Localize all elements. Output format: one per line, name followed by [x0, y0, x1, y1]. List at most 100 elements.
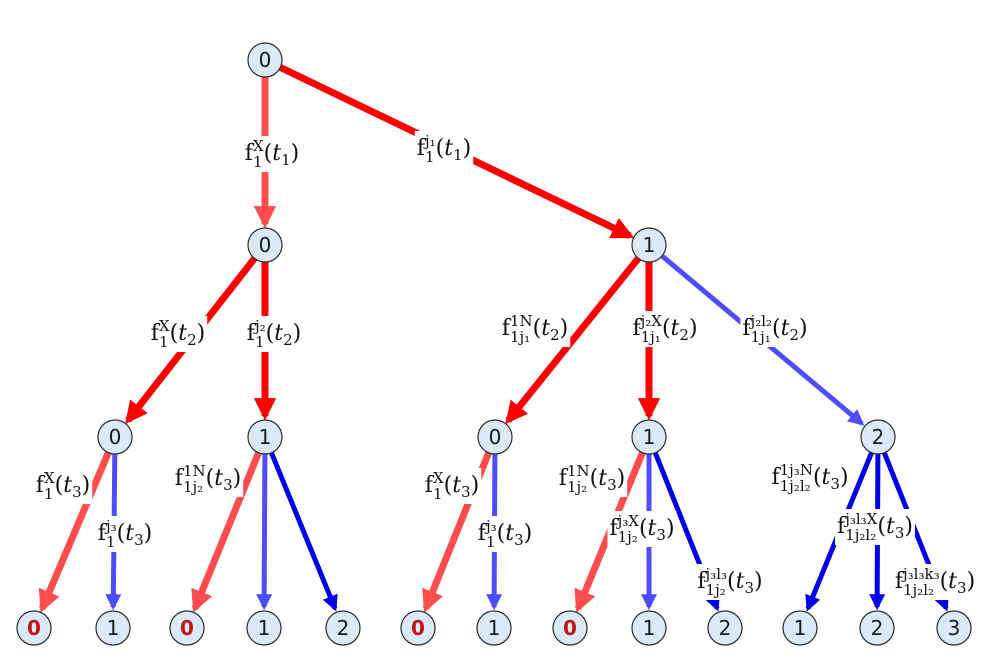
state-node-label: 3 — [948, 616, 961, 640]
edge-label-background — [835, 509, 915, 545]
state-node: 0 — [477, 419, 513, 455]
edge-label-subscript: 1j₂l₂ — [845, 526, 876, 544]
edge-label-background — [499, 311, 571, 347]
state-node-circle — [782, 610, 818, 646]
edge-label-subscript: 1 — [44, 485, 54, 503]
edge-label-background — [172, 461, 244, 497]
edge-label: fX(t3) — [425, 469, 479, 501]
state-node-circle — [95, 610, 131, 646]
edge-label: f1N(t2) — [502, 312, 568, 344]
edge-label-subscript: 1j₁ — [641, 328, 661, 346]
edge-label: fj₃l₃k₃(t3) — [895, 565, 975, 597]
edge-label-subscript: 1j₂ — [183, 478, 203, 496]
edge-label: f1j₃N(t3) — [771, 461, 848, 493]
edge-b-b0 — [505, 256, 642, 425]
state-node: 2 — [860, 419, 896, 455]
state-node-circle — [707, 610, 743, 646]
state-node-label: 2 — [719, 616, 732, 640]
state-node-label: 1 — [643, 233, 656, 257]
edge-label: fj₂l₂(t2) — [742, 312, 807, 344]
state-node: 2 — [859, 610, 895, 646]
edge-a0-L1 — [38, 451, 112, 613]
state-node-label: 1 — [643, 616, 656, 640]
state-node-circle — [860, 419, 896, 455]
edge-label-background — [695, 564, 765, 600]
edge-label-subscript: 1j₂ — [618, 528, 638, 546]
state-node-label: 0 — [411, 616, 425, 640]
edge-label-background — [422, 468, 482, 504]
state-node-circle — [247, 227, 283, 263]
state-node-label: 1 — [107, 616, 120, 640]
edge-label-subscript: 1j₁ — [751, 328, 771, 346]
edge-label-subscript: 1j₂l₂ — [903, 581, 934, 599]
state-node-circle — [247, 42, 283, 78]
edge-label: fj₂X(t2) — [632, 312, 697, 344]
state-node-label: 0 — [180, 616, 194, 640]
edge-label-background — [33, 468, 93, 504]
edge-label: f1N(t3) — [559, 462, 625, 494]
edge-label-background — [556, 461, 628, 497]
edge-a1-L3 — [191, 451, 262, 613]
edge-label: fX(t2) — [151, 317, 205, 349]
state-node: 1 — [246, 610, 282, 646]
edge-label-subscript: 1j₂l₂ — [780, 477, 811, 495]
state-node-label: 0 — [27, 616, 41, 640]
state-node: 1 — [631, 419, 667, 455]
edge-label-background — [475, 516, 535, 552]
edge-label: fj₁(t1) — [417, 132, 471, 164]
edge-label-subscript: 1 — [433, 485, 443, 503]
edge-label-background — [607, 511, 677, 547]
state-node-label: 2 — [871, 616, 884, 640]
state-node-circle — [552, 610, 588, 646]
edge-label: fj₂(t2) — [247, 317, 301, 349]
state-node-circle — [477, 419, 513, 455]
node-layer: 0 0 1 0 1 0 1 2 0 1 0 1 2 0 1 0 1 2 1 2 3 — [16, 42, 972, 646]
state-node-circle — [16, 610, 52, 646]
state-node-label: 0 — [259, 233, 272, 257]
state-node: 3 — [936, 610, 972, 646]
edge-label-subscript: 1 — [253, 153, 263, 171]
edge-label-background — [892, 564, 978, 600]
edge-label-background — [242, 136, 302, 172]
state-node: 1 — [631, 610, 667, 646]
edge-label-background — [414, 131, 474, 167]
state-node-label: 1 — [259, 425, 272, 449]
state-node: 1 — [782, 610, 818, 646]
state-node-circle — [859, 610, 895, 646]
state-node-circle — [247, 419, 283, 455]
edge-label-background — [740, 311, 810, 347]
edge-label: f1N(t3) — [175, 462, 241, 494]
edge-label: fj₃X(t3) — [609, 512, 674, 544]
state-node-circle — [936, 610, 972, 646]
state-node: 2 — [325, 610, 361, 646]
state-node-label: 1 — [488, 616, 501, 640]
edge-label: fX(t1) — [245, 137, 299, 169]
state-node-circle — [325, 610, 361, 646]
state-node: 0 — [97, 419, 133, 455]
edge-label-subscript: 1j₂ — [567, 478, 587, 496]
state-node-circle — [400, 610, 436, 646]
edge-label-subscript: 1j₁ — [510, 328, 530, 346]
state-node: 1 — [247, 419, 283, 455]
edge-label-subscript: 1j₂ — [706, 581, 726, 599]
state-node: 0 — [400, 610, 436, 646]
state-node-circle — [631, 610, 667, 646]
state-node-circle — [169, 610, 205, 646]
state-node: 0 — [247, 42, 283, 78]
state-node: 0 — [169, 610, 205, 646]
state-node-label: 0 — [109, 425, 122, 449]
state-node: 1 — [476, 610, 512, 646]
edge-label-subscript: 1 — [486, 533, 496, 551]
state-node-label: 0 — [563, 616, 577, 640]
state-node: 0 — [552, 610, 588, 646]
edge-label: fj₃l₃X(t3) — [837, 510, 913, 542]
state-node-label: 1 — [794, 616, 807, 640]
edge-a1-L5 — [269, 451, 338, 612]
edge-label-subscript: 1 — [255, 333, 265, 351]
edge-a1-L4 — [256, 453, 273, 611]
state-node-label: 2 — [872, 425, 885, 449]
state-node-label: 1 — [643, 425, 656, 449]
edge-label-subscript: 1 — [425, 148, 435, 166]
